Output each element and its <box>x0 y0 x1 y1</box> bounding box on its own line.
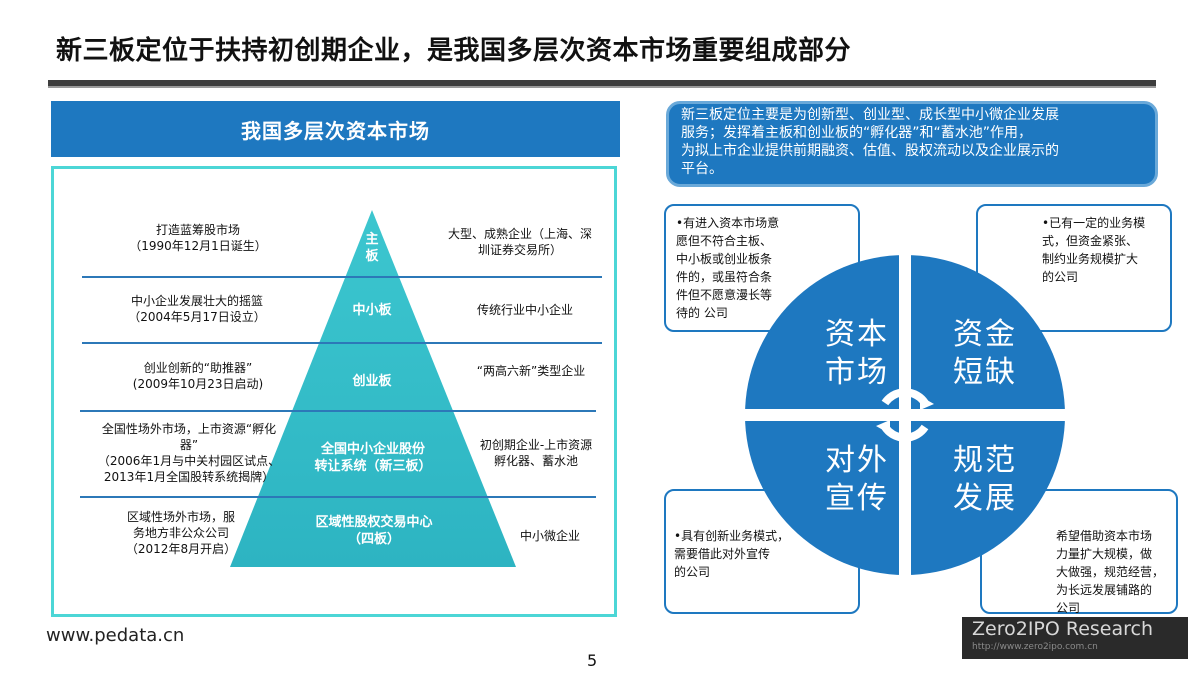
intro-box: 新三板定位主要是为创新型、创业型、成长型中小微企业发展 服务；发挥着主板和创业板… <box>666 101 1158 187</box>
tier-right-desc: “两高六新”类型企业 <box>476 364 586 378</box>
tier-left-desc: 中小企业发展壮大的摇篮（2004年5月17日设立） <box>128 294 266 324</box>
brand-name: Zero2IPO Research <box>972 618 1154 640</box>
tier-divider <box>80 410 596 412</box>
tier-right-desc: 传统行业中小企业 <box>476 303 573 317</box>
tier-left-desc: 区域性场外市场，服务地方非公众公司（2012年8月开启） <box>125 510 237 556</box>
page-number: 5 <box>587 651 598 670</box>
tier-left-desc: 打造蓝筹股市场（1990年12月1日诞生） <box>129 223 267 253</box>
tier-right-desc: 大型、成熟企业（上海、深圳证券交易所） <box>447 227 592 257</box>
quadrant-capital-market: 资本市场 <box>825 317 889 390</box>
tier-left-desc: 创业创新的“助推器”(2009年10月23日启动) <box>132 361 264 391</box>
pyramid-shape <box>230 210 516 567</box>
tier-label-regional-equity: 区域性股权交易中心（四板） <box>315 515 433 547</box>
tier-divider <box>82 276 602 278</box>
tier-label-main-board: 主板 <box>365 232 379 264</box>
quadrant-circle <box>744 254 1066 576</box>
tier-label-neeq: 全国中小企业股份转让系统（新三板） <box>314 442 432 474</box>
title-divider-shadow <box>48 86 1156 88</box>
tier-left-desc: 全国性场外市场，上市资源“孵化器”（2006年1月与中关村园区试点、2013年1… <box>97 422 281 484</box>
page-title: 新三板定位于扶持初创期企业，是我国多层次资本市场重要组成部分 <box>56 36 852 66</box>
brand-url: http://www.zero2ipo.com.cn <box>972 642 1098 652</box>
brand-logo: Zero2IPO Research http://www.zero2ipo.co… <box>962 617 1188 659</box>
quadrant-external-promotion: 对外宣传 <box>825 443 889 516</box>
title-divider <box>48 80 1156 86</box>
tier-divider <box>80 496 596 498</box>
tier-label-sme-board: 中小板 <box>352 303 392 318</box>
quadrant-standardized-development: 规范发展 <box>953 443 1017 516</box>
market-header: 我国多层次资本市场 <box>51 101 620 157</box>
market-frame <box>51 166 617 617</box>
tier-right-desc: 初创期企业-上市资源孵化器、蓄水池 <box>479 438 593 468</box>
footer-url: www.pedata.cn <box>46 625 185 646</box>
tier-right-desc: 中小微企业 <box>519 529 580 543</box>
tier-divider <box>82 342 602 344</box>
market-pyramid <box>230 210 516 567</box>
tier-label-gem-board: 创业板 <box>352 374 392 389</box>
quadrant-funding-shortage: 资金短缺 <box>953 317 1017 390</box>
